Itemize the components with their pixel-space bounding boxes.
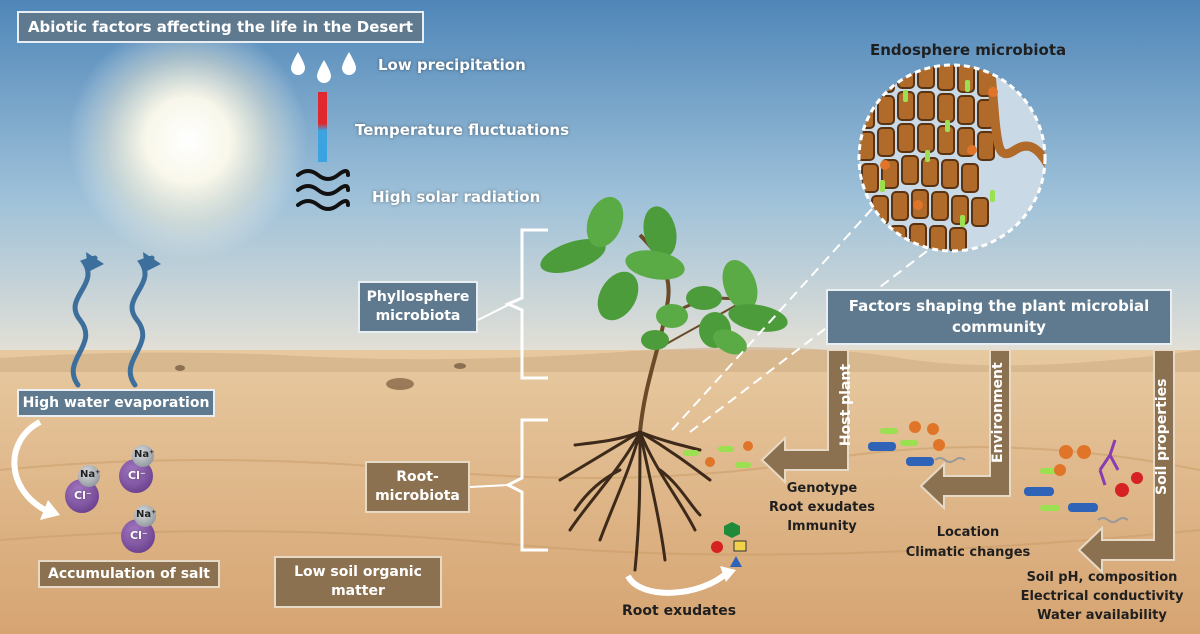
- host-plant-label: Host plant: [838, 363, 854, 447]
- factors-title: Factors shaping the plant microbial comm…: [848, 297, 1150, 336]
- phyllosphere-label: Phyllosphere microbiota: [366, 289, 470, 324]
- high-water-evaporation-box: High water evaporation: [17, 389, 215, 417]
- soil-item: Electrical conductivity: [1020, 588, 1184, 604]
- exudate-shapes-icon: [711, 522, 747, 567]
- environment-items: Location Climatic changes: [903, 523, 1033, 562]
- low-soil-organic-matter-label: Low soil organic matter: [294, 564, 422, 599]
- high-water-evaporation-label: High water evaporation: [22, 395, 210, 411]
- low-precipitation-label: Low precipitation: [378, 56, 526, 74]
- soil-properties-label: Soil properties: [1154, 378, 1170, 495]
- root-microbiota-box: Root-microbiota: [365, 461, 470, 513]
- cl-ion-label: Cl⁻: [128, 469, 146, 482]
- soil-item: Water availability: [1037, 607, 1167, 623]
- phyllosphere-box: Phyllosphere microbiota: [358, 281, 478, 333]
- low-soil-organic-matter-box: Low soil organic matter: [274, 556, 442, 608]
- thermometer-icon: [318, 92, 327, 162]
- sun-icon: [68, 20, 308, 260]
- host-plant-item: Immunity: [787, 518, 857, 534]
- high-solar-radiation-label: High solar radiation: [372, 188, 541, 206]
- plant-illustration: [540, 196, 788, 572]
- soil-item: Soil pH, composition: [1026, 570, 1178, 585]
- environment-item: Location: [936, 525, 1000, 540]
- soil-microbes-icon: [1024, 439, 1143, 523]
- root-microbiota-label: Root-microbiota: [375, 469, 460, 504]
- salt-ions-icon: [65, 445, 156, 553]
- environment-microbes-icon: [868, 421, 966, 466]
- na-ion-label: Na⁺: [136, 509, 157, 520]
- environment-arrow[interactable]: [919, 349, 1011, 511]
- root-microbes-icon: [683, 441, 753, 468]
- curved-arrow-icon: [11, 419, 47, 513]
- endosphere-label: Endosphere microbiota: [870, 41, 1067, 59]
- title-box: Abiotic factors affecting the life in th…: [17, 11, 424, 43]
- root-exudates-label: Root exudates: [622, 603, 737, 619]
- evaporation-arrow-icon: [70, 255, 155, 388]
- soil-items: Soil pH, composition Electrical conducti…: [1018, 569, 1186, 626]
- accumulation-of-salt-box: Accumulation of salt: [38, 560, 220, 588]
- cl-ion-label: Cl⁻: [130, 529, 148, 542]
- soil-properties-arrow[interactable]: [1077, 349, 1175, 575]
- na-ion-label: Na⁺: [80, 469, 101, 480]
- host-plant-arrow[interactable]: [760, 349, 849, 485]
- host-plant-items: Genotype Root exudates Immunity: [762, 480, 882, 537]
- cl-ion-label: Cl⁻: [74, 489, 92, 502]
- temperature-fluctuations-label: Temperature fluctuations: [355, 121, 569, 139]
- environment-label: Environment: [990, 362, 1006, 463]
- na-ion-label: Na⁺: [134, 449, 155, 460]
- factors-title-box: Factors shaping the plant microbial comm…: [826, 289, 1172, 345]
- accumulation-of-salt-label: Accumulation of salt: [47, 566, 210, 582]
- phyllosphere-bracket: [504, 228, 548, 380]
- water-drop-icon: [291, 52, 356, 83]
- root-exudate-arrow-icon: [625, 569, 731, 596]
- environment-item: Climatic changes: [905, 544, 1031, 560]
- page-title: Abiotic factors affecting the life in th…: [27, 18, 414, 36]
- radiation-waves-icon: [296, 169, 350, 211]
- host-plant-item: Genotype: [786, 481, 858, 496]
- host-plant-item: Root exudates: [769, 499, 875, 515]
